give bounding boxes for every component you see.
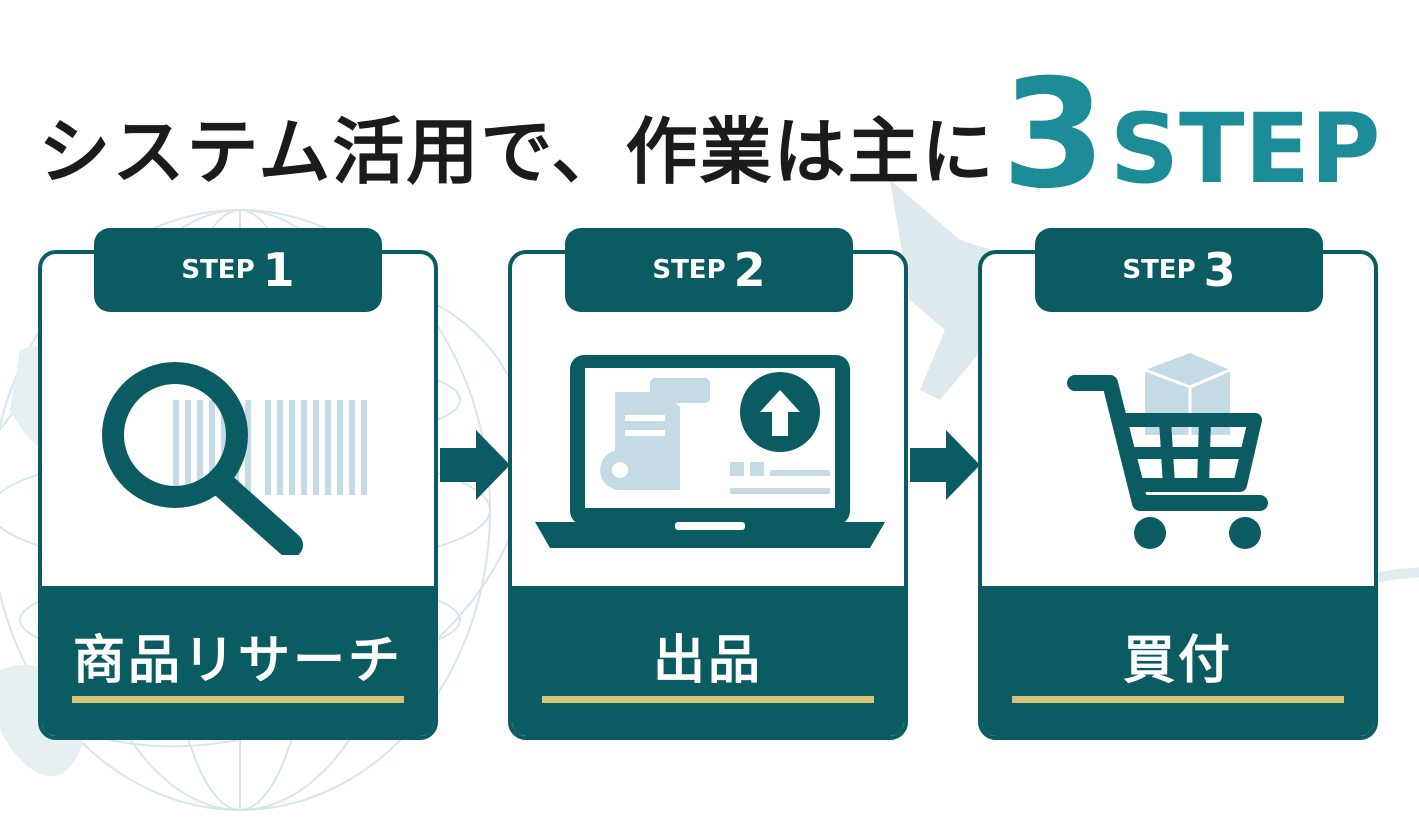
step-number-1: 1 <box>262 243 295 297</box>
headline-number: 3 <box>1001 48 1106 222</box>
magnifier-barcode-icon <box>102 362 367 555</box>
step-label-1: 商品リサーチ <box>72 631 403 691</box>
headline-suffix: STEP <box>1109 93 1381 205</box>
step-footer-3: 買付 <box>982 586 1374 736</box>
step-label-2: 出品 <box>652 631 763 691</box>
step-tab-3: STEP 3 <box>1035 228 1323 312</box>
step-underline-3 <box>1012 696 1344 703</box>
step-tab-2: STEP 2 <box>565 228 853 312</box>
laptop-upload-icon <box>535 355 885 548</box>
step-number-2: 2 <box>733 243 766 297</box>
shopping-cart-icon <box>1067 353 1268 549</box>
headline-text: システム活用で、作業は主に <box>38 110 996 194</box>
step-tab-1: STEP 1 <box>94 228 382 312</box>
step-footer-1: 商品リサーチ <box>42 586 434 736</box>
step-label-3: 買付 <box>1122 631 1233 691</box>
step-number-3: 3 <box>1203 243 1236 297</box>
arrow-right-icon <box>440 430 510 500</box>
step-word-1: STEP <box>181 255 255 285</box>
step-underline-1 <box>72 696 404 703</box>
step-underline-2 <box>542 696 874 703</box>
step-word-3: STEP <box>1122 255 1196 285</box>
headline: システム活用で、作業は主に 3 STEP <box>0 40 1419 210</box>
step-word-2: STEP <box>652 255 726 285</box>
arrow-right-icon <box>910 430 980 500</box>
step-footer-2: 出品 <box>512 586 904 736</box>
